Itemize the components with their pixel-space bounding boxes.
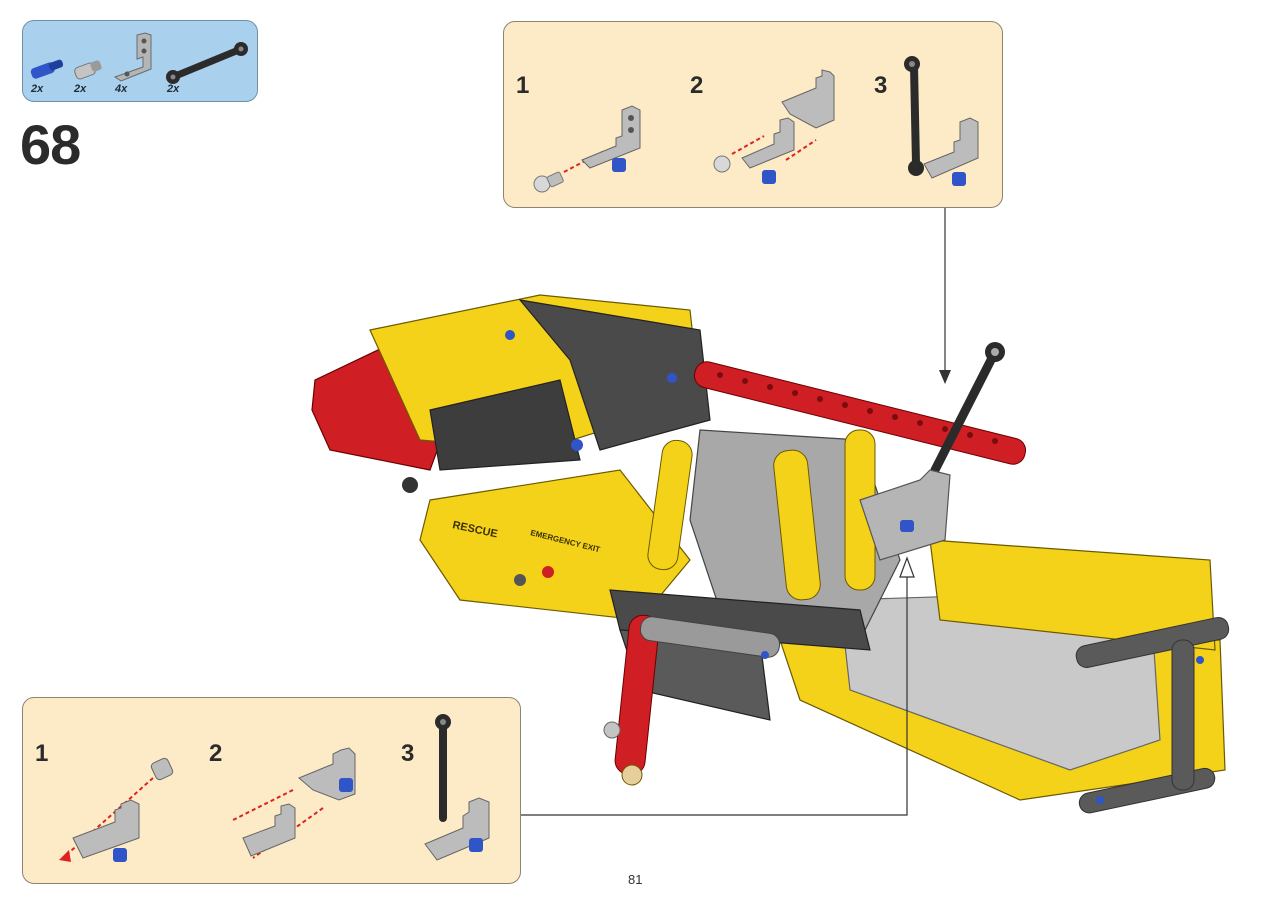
part-qty: 2x: [31, 83, 44, 95]
sub-step-number: 2: [209, 740, 223, 767]
sub-step-1-parts-icon: [533, 105, 641, 193]
sub-step-3-parts-icon: [904, 56, 979, 186]
sub-step-number: 1: [516, 72, 530, 99]
sub-step-1-parts-icon: [59, 757, 174, 862]
step-number: 68: [20, 113, 81, 176]
grey-l-beam-icon: [113, 32, 152, 82]
sub-step-number: 3: [874, 72, 888, 99]
connector-arrow-top: [939, 370, 951, 384]
blue-axle-pin-icon: [30, 59, 64, 79]
grey-pin-icon: [74, 60, 102, 80]
sub-step-number: 2: [690, 72, 704, 99]
sub-step-number: 1: [35, 740, 49, 767]
sub-step-2-parts-icon: [232, 747, 356, 859]
parts-list-icons: [30, 32, 248, 84]
parts-list-box: 2x 2x 4x 2x: [22, 20, 258, 102]
sub-assembly-callout-top: 1 2 3: [503, 21, 1003, 208]
connector-arrow-bottom: [899, 556, 915, 578]
sub-step-2-parts-icon: [713, 69, 835, 184]
callout-bottom-illustration: [59, 714, 490, 862]
part-qty: 4x: [115, 83, 128, 95]
connector-line-bottom: [521, 565, 908, 816]
callout-top-illustration: [533, 56, 979, 193]
helicopter-model: [311, 294, 1230, 814]
sub-assembly-callout-bottom: 1 2 3: [22, 697, 521, 884]
page-number: 81: [628, 872, 643, 887]
sub-step-number: 3: [401, 740, 415, 767]
black-link-rod-icon: [166, 42, 248, 84]
part-qty: 2x: [74, 83, 87, 95]
sub-step-3-parts-icon: [424, 714, 490, 861]
part-qty: 2x: [167, 83, 180, 95]
